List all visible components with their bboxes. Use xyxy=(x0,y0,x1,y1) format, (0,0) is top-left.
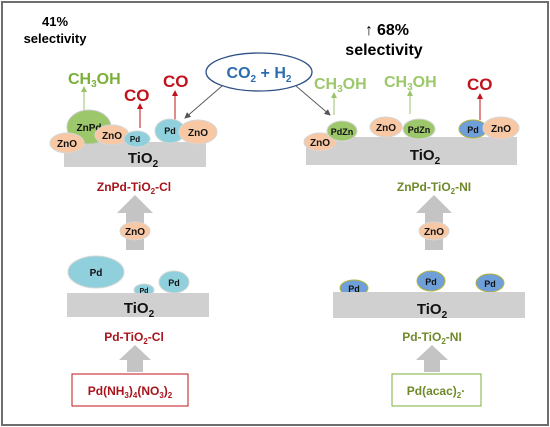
left-co-label-1: CO xyxy=(124,86,150,105)
right-bottom-catalyst-label: Pd-TiO2-NI xyxy=(402,330,462,346)
right-zno-particle-2 xyxy=(369,116,403,138)
left-pd-small-bottom-label: Pd xyxy=(140,288,149,295)
right-zno-addition-particle xyxy=(418,221,450,241)
right-bottom-substrate-label: TiO2 xyxy=(417,301,448,321)
right-pd-label-2: Pd xyxy=(425,277,437,287)
right-pdzn-particle-2 xyxy=(402,118,436,140)
right-pd-particle-2 xyxy=(416,270,446,292)
left-zno-particle-1 xyxy=(49,132,85,154)
left-zno-label-2: ZnO xyxy=(102,131,122,142)
left-zno-addition-particle xyxy=(119,221,151,241)
left-top-catalyst-label: ZnPd-TiO2-Cl xyxy=(97,180,171,196)
right-zno-particle-3 xyxy=(482,116,520,140)
right-pd-label-3: Pd xyxy=(484,279,496,289)
right-top-substrate-label: TiO2 xyxy=(410,147,441,167)
right-precursor-box xyxy=(391,373,482,407)
left-pd-big-label: Pd xyxy=(90,268,103,279)
right-zno-particle-1 xyxy=(303,132,337,152)
right-top-catalyst-label: ZnPd-TiO2-NI xyxy=(397,180,471,196)
left-precursor-label: Pd(NH3)4(NO3)2 xyxy=(88,384,173,400)
left-bottom-substrate xyxy=(67,293,209,317)
reactants-label: CO2 + H2 xyxy=(227,65,292,85)
left-pd-label: Pd xyxy=(164,126,176,136)
right-selectivity-word: selectivity xyxy=(345,42,422,59)
right-zno-addition-label: ZnO xyxy=(424,227,444,238)
right-co-label: CO xyxy=(467,75,493,94)
left-pd-big-particle xyxy=(67,255,125,289)
left-selectivity-word: selectivity xyxy=(24,31,88,46)
right-zno-label-2: ZnO xyxy=(376,123,396,134)
left-bottom-substrate-label: TiO2 xyxy=(124,300,155,320)
right-zno-label-1: ZnO xyxy=(310,138,330,149)
right-pdzn-particle-1 xyxy=(326,120,358,142)
right-pd-label-1: Pd xyxy=(348,284,360,294)
right-pd-label: Pd xyxy=(467,125,479,135)
left-ch3oh-label: CH3OH xyxy=(68,71,121,90)
left-precursor-box xyxy=(71,373,189,407)
left-precursor-arrow xyxy=(119,345,151,372)
left-top-substrate-label: TiO2 xyxy=(128,150,159,170)
left-pd-mid-label: Pd xyxy=(168,278,180,288)
right-ch3oh-label-1: CH3OH xyxy=(314,76,367,95)
reactants-ellipse xyxy=(205,52,313,92)
left-pd-small-label: Pd xyxy=(130,135,140,144)
left-pd-small-particle xyxy=(123,130,151,148)
right-pdzn-label-1: PdZn xyxy=(331,127,354,137)
left-selectivity-value: 41% xyxy=(42,14,68,29)
left-znpd-label: ZnPd xyxy=(77,123,102,134)
left-zno-label-3: ZnO xyxy=(188,128,208,139)
left-zno-addition-label: ZnO xyxy=(125,227,145,238)
right-selectivity-value: ↑68% xyxy=(365,22,409,39)
right-top-substrate xyxy=(306,137,517,165)
right-precursor-label: Pd(acac)2· xyxy=(407,384,465,400)
reactants-arrow-right xyxy=(295,85,331,116)
right-precursor-arrow xyxy=(416,345,448,372)
right-zno-label-3: ZnO xyxy=(491,124,511,135)
right-ch3oh-label-2: CH3OH xyxy=(384,74,437,93)
left-zno-particle-3 xyxy=(178,119,218,145)
right-pdzn-label-2: PdZn xyxy=(408,125,431,135)
reactants-arrow-left xyxy=(184,85,223,119)
left-co-label-2: CO xyxy=(163,72,189,91)
left-bottom-catalyst-label: Pd-TiO2-Cl xyxy=(104,330,164,346)
right-bottom-substrate xyxy=(333,292,525,318)
left-zno-label-1: ZnO xyxy=(57,139,77,150)
